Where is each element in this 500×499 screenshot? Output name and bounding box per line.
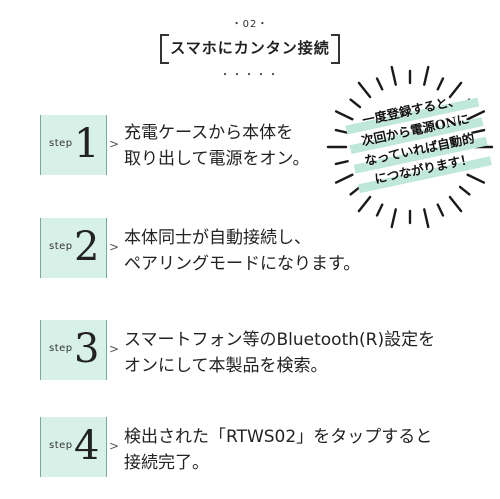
step-2-box: step 2 xyxy=(40,218,107,278)
step-label: step xyxy=(49,138,73,149)
section-title: スマホにカンタン接続 xyxy=(170,39,330,57)
burst-ray xyxy=(375,77,384,91)
step-label: step xyxy=(49,343,73,354)
step-number: 3 xyxy=(74,326,100,372)
chevron-right-icon: > xyxy=(109,240,120,254)
step-3-box: step 3 xyxy=(40,320,107,380)
step-4-box: step 4 xyxy=(40,417,107,477)
burst-ray xyxy=(390,208,397,229)
burst-ray xyxy=(423,65,430,86)
step-1-line-2: 取り出して電源をオン。 xyxy=(124,149,310,169)
step-3-text: スマートフォン等のBluetooth(R)設定を オンにして本製品を検索。 xyxy=(124,327,454,379)
burst-ray xyxy=(466,173,486,184)
step-3-line-2: オンにして本製品を検索。 xyxy=(124,356,328,376)
step-2-line-2: ペアリングモードになります。 xyxy=(124,254,361,274)
section-title-frame: スマホにカンタン接続 xyxy=(160,34,340,64)
step-4-text: 検出された「RTWS02」をタップすると 接続完了。 xyxy=(124,424,454,476)
left-bracket xyxy=(160,34,169,64)
chevron-right-icon: > xyxy=(109,137,120,151)
burst-ray xyxy=(334,128,349,134)
chevron-right-icon: > xyxy=(109,439,120,453)
burst-ray xyxy=(436,77,445,91)
section-number: ・02・ xyxy=(231,19,269,30)
burst-ray xyxy=(357,195,372,213)
step-4-line-1: 検出された「RTWS02」をタップすると xyxy=(124,427,433,447)
step-1-line-1: 充電ケースから本体を xyxy=(124,123,294,143)
step-3-line-1: スマートフォン等のBluetooth(R)設定を xyxy=(124,330,436,350)
burst-ray xyxy=(448,195,463,213)
step-2-text: 本体同士が自動接続し、 ペアリングモードになります。 xyxy=(124,225,454,277)
burst-ray xyxy=(334,160,349,166)
burst-ray xyxy=(458,185,471,196)
step-label: step xyxy=(49,440,73,451)
step-2-line-1: 本体同士が自動接続し、 xyxy=(124,228,311,248)
step-1-box: step 1 xyxy=(40,115,107,175)
burst-ray xyxy=(390,65,397,86)
burst-ray xyxy=(423,208,430,229)
step-label: step xyxy=(49,241,73,252)
chevron-right-icon: > xyxy=(109,342,120,356)
burst-ray xyxy=(334,173,354,184)
step-number: 1 xyxy=(74,121,100,167)
burst-ray xyxy=(349,98,362,109)
burst-ray xyxy=(436,203,445,217)
burst-ray xyxy=(357,81,372,99)
divider-dots: ・・・・・ xyxy=(220,70,280,81)
burst-ray xyxy=(375,203,384,217)
step-4-line-2: 接続完了。 xyxy=(124,453,209,473)
step-1-text: 充電ケースから本体を 取り出して電源をオン。 xyxy=(124,120,454,172)
step-number: 2 xyxy=(74,224,100,270)
step-number: 4 xyxy=(74,423,100,469)
right-bracket xyxy=(331,34,340,64)
